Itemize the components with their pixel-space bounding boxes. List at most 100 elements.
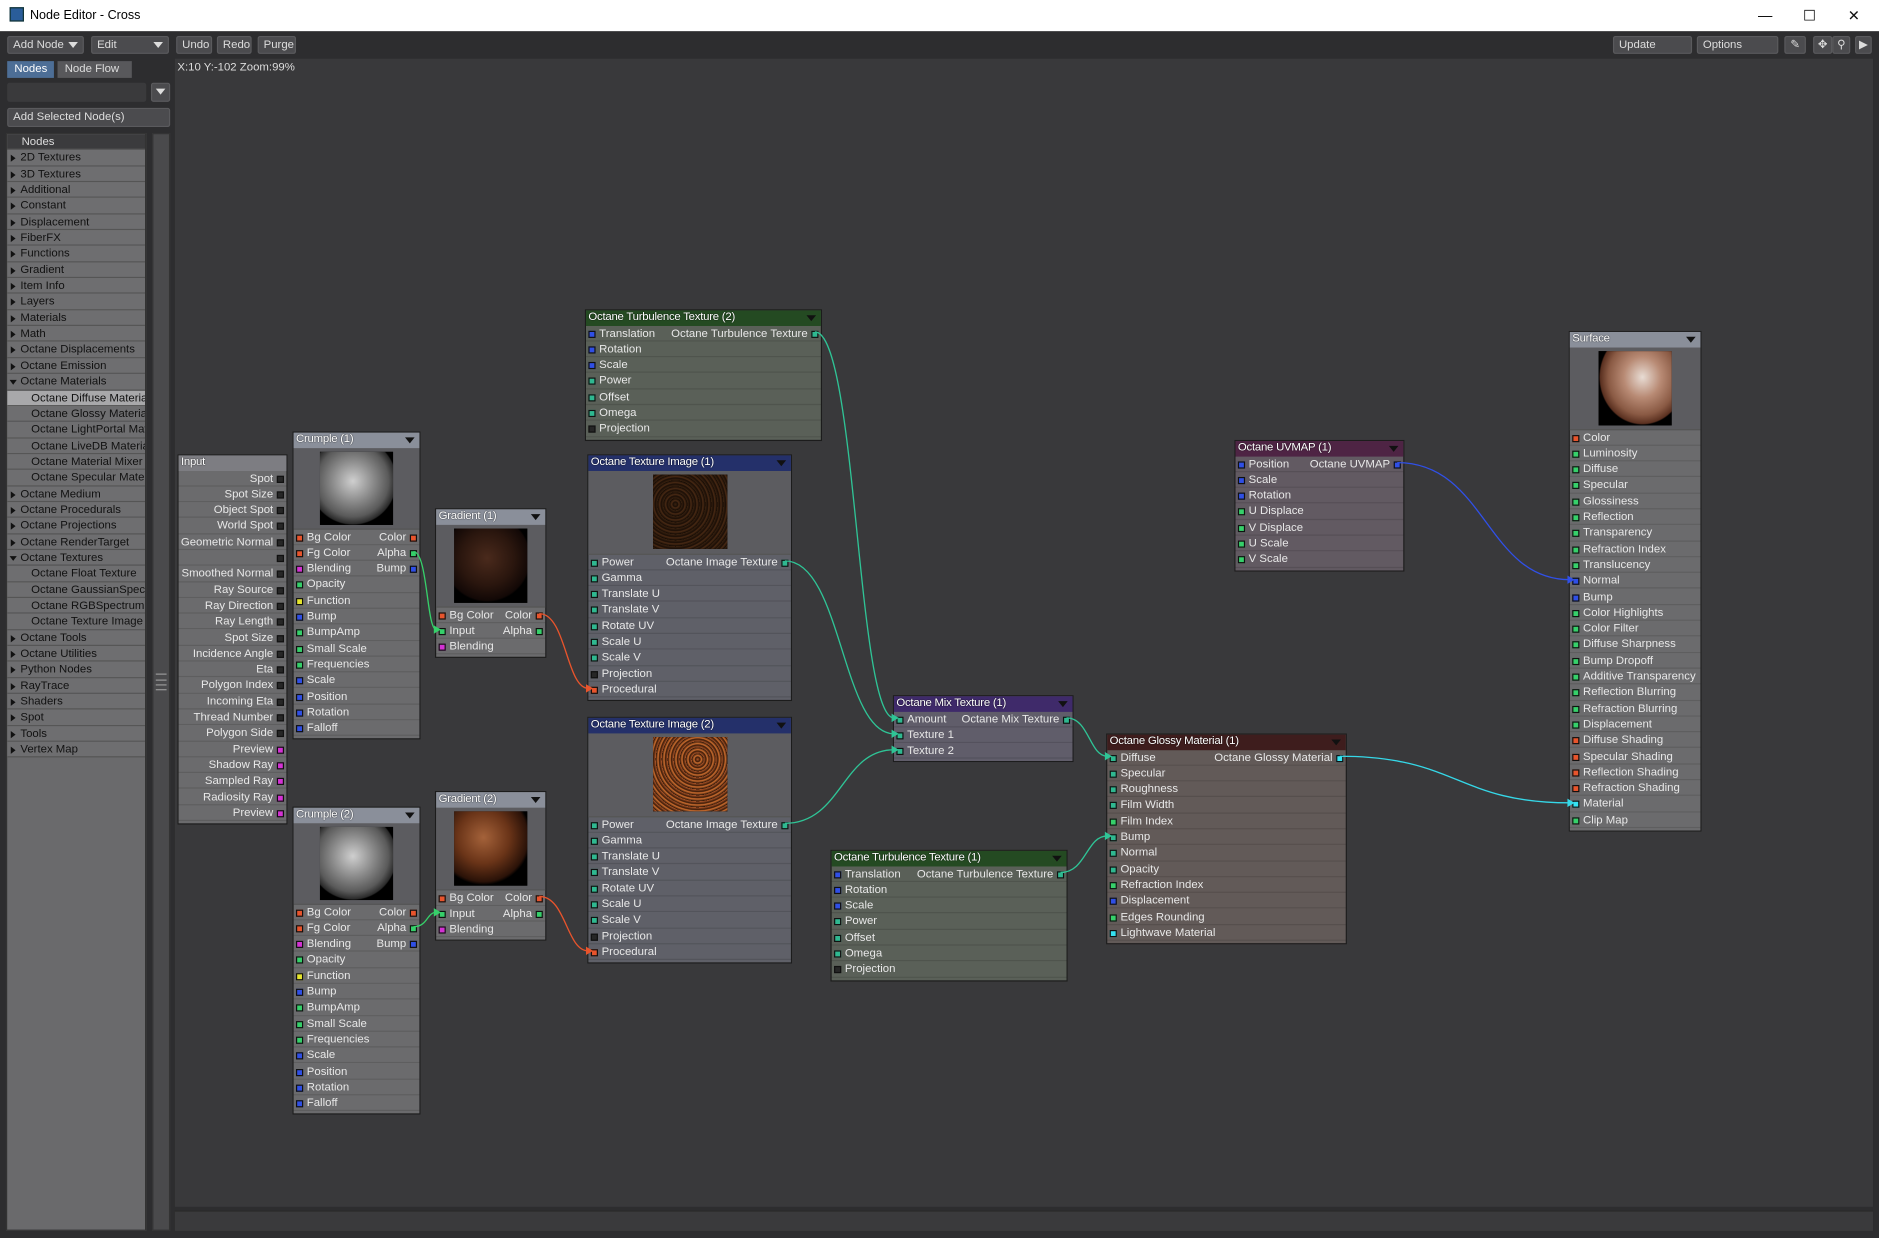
port-connector-icon[interactable]	[535, 894, 543, 902]
add-node-dropdown[interactable]: Add Node	[7, 35, 84, 54]
purge-button[interactable]: Purge	[257, 35, 296, 54]
port-connector-icon[interactable]	[896, 732, 904, 740]
port-connector-icon[interactable]	[295, 693, 304, 701]
port-connector-icon[interactable]	[1109, 929, 1117, 937]
input-port[interactable]: Film Width	[1107, 797, 1346, 814]
port-connector-icon[interactable]	[1572, 801, 1580, 809]
input-port[interactable]: Color Filter	[1569, 621, 1701, 637]
port-connector-icon[interactable]	[590, 837, 598, 845]
sidebar-item-math[interactable]: Math	[7, 326, 145, 343]
input-port[interactable]: Opacity	[293, 577, 420, 593]
node-title[interactable]: Octane Glossy Material (1)	[1107, 734, 1346, 751]
node-title[interactable]: Octane Texture Image (1)	[588, 455, 791, 471]
pan-move-icon[interactable]: ✥	[1813, 35, 1833, 54]
port-connector-icon[interactable]	[295, 940, 304, 949]
output-port[interactable]: Geometric Normal	[178, 534, 287, 551]
input-port[interactable]: Rotation	[1235, 488, 1404, 504]
port-connector-icon[interactable]	[1237, 460, 1246, 468]
sidebar-item-octane-textures[interactable]: Octane Textures	[7, 550, 145, 567]
sidebar-item-octane-texture-image[interactable]: Octane Texture Image	[7, 613, 145, 630]
node-menu-dropdown-icon[interactable]	[1388, 445, 1399, 452]
input-port[interactable]: Additive Transparency	[1569, 669, 1701, 685]
port-connector-icon[interactable]	[1572, 593, 1580, 602]
input-port[interactable]: Material	[1569, 796, 1701, 813]
port-connector-icon[interactable]	[588, 425, 596, 433]
input-port[interactable]: Color Highlights	[1569, 605, 1701, 621]
port-connector-icon[interactable]	[295, 549, 304, 558]
port-connector-icon[interactable]	[1056, 870, 1065, 878]
sidebar-item-octane-tools[interactable]: Octane Tools	[7, 629, 145, 646]
input-port[interactable]: Transparency	[1569, 525, 1701, 542]
sidebar-item-octane-projections[interactable]: Octane Projections	[7, 518, 145, 535]
port-connector-icon[interactable]	[1109, 865, 1117, 874]
port-connector-icon[interactable]	[276, 618, 285, 626]
port-connector-icon[interactable]	[295, 645, 304, 653]
port-connector-icon[interactable]	[896, 747, 904, 756]
output-port[interactable]: Preview	[178, 805, 287, 822]
input-port[interactable]: Refraction Blurring	[1569, 701, 1701, 717]
input-port[interactable]: Procedural	[588, 682, 791, 698]
input-port[interactable]: Scale U	[588, 896, 791, 913]
options-button[interactable]: Options	[1696, 35, 1779, 54]
input-port[interactable]: Scale	[1235, 472, 1404, 488]
input-port[interactable]: Bump	[293, 609, 420, 625]
input-port[interactable]: Rotation	[293, 704, 420, 721]
redo-button[interactable]: Redo	[216, 35, 252, 54]
port-connector-icon[interactable]	[588, 409, 596, 418]
port-connector-icon[interactable]	[409, 924, 418, 933]
port-connector-icon[interactable]	[1572, 753, 1580, 761]
port-connector-icon[interactable]	[1393, 460, 1401, 468]
port-connector-icon[interactable]	[588, 377, 596, 386]
port-connector-icon[interactable]	[781, 559, 789, 567]
output-port[interactable]: Spot	[178, 470, 287, 487]
input-port[interactable]: Displacement	[1569, 717, 1701, 733]
sidebar-item-octane-procedurals[interactable]: Octane Procedurals	[7, 502, 145, 519]
port-connector-icon[interactable]	[276, 570, 285, 579]
sidebar-item-octane-medium[interactable]: Octane Medium	[7, 486, 145, 503]
port-connector-icon[interactable]	[590, 869, 598, 877]
node-title[interactable]: Crumple (2)	[293, 807, 420, 824]
input-port[interactable]: Luminosity	[1569, 446, 1701, 462]
port-connector-icon[interactable]	[295, 988, 304, 996]
port-connector-icon[interactable]	[276, 730, 285, 738]
port-connector-icon[interactable]	[295, 956, 304, 965]
sidebar-item-octane-rgbspectrum-texture[interactable]: Octane RGBSpectrum Texture	[7, 597, 145, 614]
port-connector-icon[interactable]	[590, 590, 598, 599]
node-menu-dropdown-icon[interactable]	[1331, 739, 1341, 746]
input-port[interactable]: Rotation	[831, 882, 1067, 898]
port-connector-icon[interactable]	[438, 926, 446, 934]
input-port[interactable]: Power	[588, 554, 791, 571]
port-connector-icon[interactable]	[1237, 508, 1246, 516]
port-connector-icon[interactable]	[295, 661, 304, 669]
port-connector-icon[interactable]	[438, 611, 446, 619]
output-port[interactable]: World Spot	[178, 518, 287, 535]
port-connector-icon[interactable]	[834, 934, 842, 942]
input-port[interactable]: Scale	[293, 673, 420, 689]
output-port[interactable]: Color	[436, 890, 545, 906]
input-port[interactable]: Translate V	[588, 602, 791, 619]
port-connector-icon[interactable]	[535, 627, 543, 635]
output-port[interactable]: Octane Mix Texture	[894, 711, 1073, 727]
port-connector-icon[interactable]	[588, 346, 596, 354]
port-connector-icon[interactable]	[438, 643, 446, 651]
input-port[interactable]: Power	[585, 373, 821, 390]
port-connector-icon[interactable]	[590, 622, 598, 631]
port-connector-icon[interactable]	[1109, 897, 1117, 906]
port-connector-icon[interactable]	[409, 940, 418, 949]
output-port[interactable]: Eta	[178, 662, 287, 678]
input-port[interactable]: Offset	[585, 389, 821, 406]
scrollbar-grip[interactable]	[155, 673, 167, 691]
input-port[interactable]: Scale	[831, 898, 1067, 914]
port-connector-icon[interactable]	[295, 629, 304, 637]
input-port[interactable]: Reflection Blurring	[1569, 685, 1701, 701]
output-port[interactable]: Octane Turbulence Texture	[832, 866, 1067, 882]
port-connector-icon[interactable]	[295, 909, 304, 917]
port-connector-icon[interactable]	[295, 1004, 304, 1012]
input-port[interactable]: Blending	[436, 922, 546, 938]
input-port[interactable]: Diffuse	[1569, 462, 1701, 478]
sidebar-item-layers[interactable]: Layers	[7, 294, 145, 311]
port-connector-icon[interactable]	[276, 793, 285, 802]
sidebar-item-octane-emission[interactable]: Octane Emission	[7, 358, 145, 375]
